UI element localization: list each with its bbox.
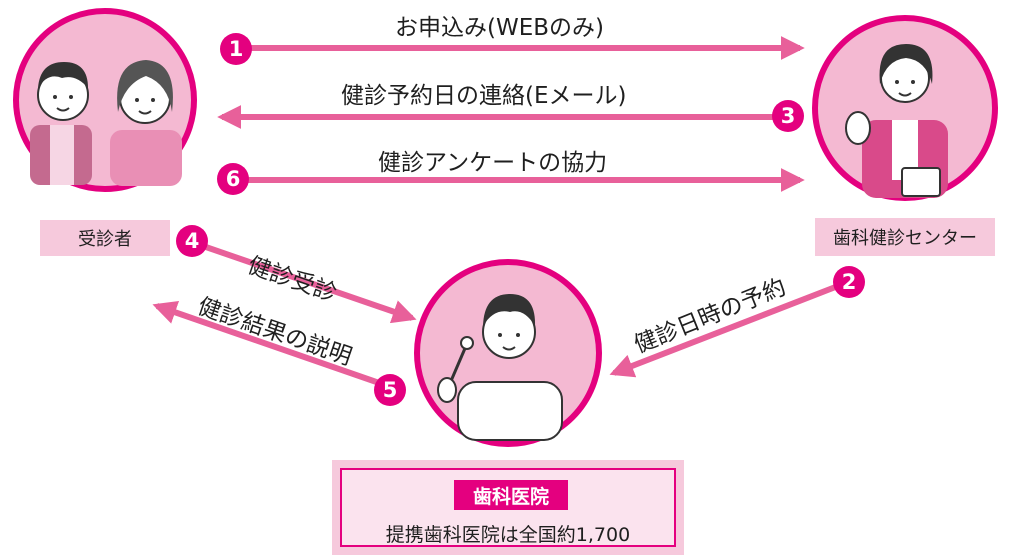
step-3-label: 健診予約日の連絡(Eメール) xyxy=(341,83,627,109)
examinee-illustration xyxy=(13,8,197,192)
step-6-label: 健診アンケートの協力 xyxy=(378,150,608,176)
dentist-illustration xyxy=(414,259,602,447)
step-1-label: お申込み(WEBのみ) xyxy=(395,15,604,41)
arrow-4 xyxy=(199,242,417,324)
step-3-badge: 3 xyxy=(772,100,804,132)
arrow-2 xyxy=(609,283,840,378)
clinic-info-inner: 歯科医院 提携歯科医院は全国約1,700 xyxy=(340,468,676,547)
clinic-title: 歯科医院 xyxy=(454,480,568,510)
examinee-label: 受診者 xyxy=(40,220,170,256)
step-1-badge: 1 xyxy=(220,33,252,65)
step-5-badge: 5 xyxy=(374,374,406,406)
step-4-badge: 4 xyxy=(176,225,208,257)
step-2-badge: 2 xyxy=(833,266,865,298)
center-staff-illustration xyxy=(812,15,998,201)
clinic-info-box: 歯科医院 提携歯科医院は全国約1,700 xyxy=(332,460,684,555)
step-6-badge: 6 xyxy=(217,163,249,195)
arrow-5 xyxy=(152,300,386,388)
center-label: 歯科健診センター xyxy=(815,218,995,256)
clinic-note: 提携歯科医院は全国約1,700 xyxy=(385,524,631,546)
